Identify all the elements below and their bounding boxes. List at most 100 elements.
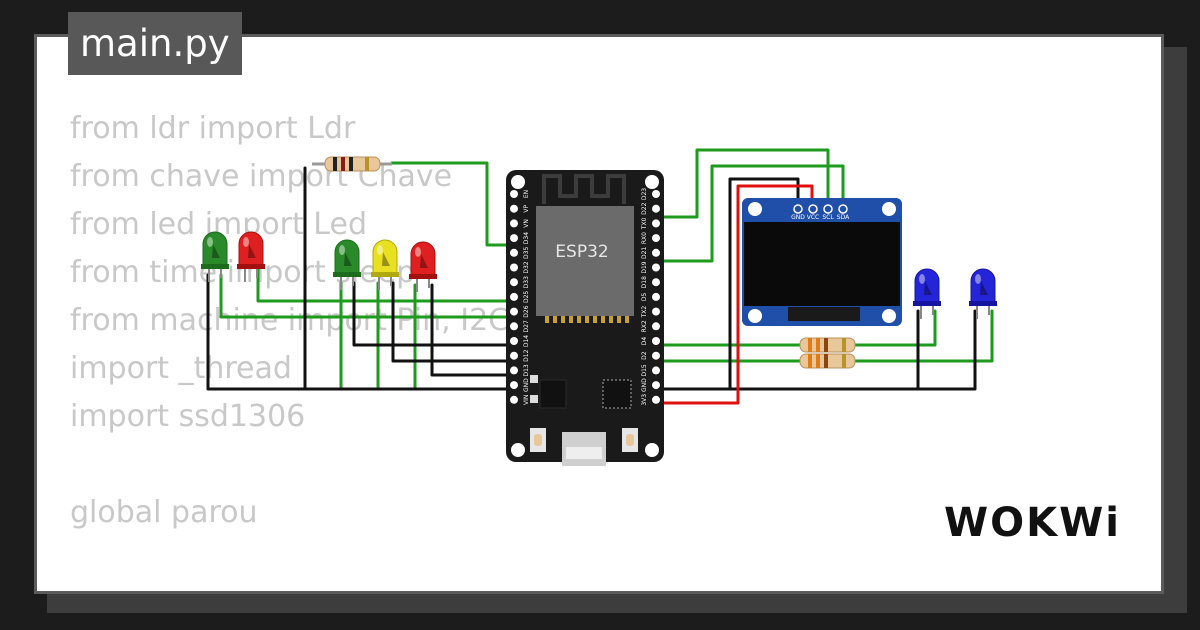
module-pin [585,316,589,323]
esp32-pin-label: D5 [641,292,648,301]
filename-tab: main.py [68,12,242,75]
ldr-resistor [312,156,392,172]
led-blue [913,268,941,319]
module-pin [577,316,581,323]
esp32-pin [510,307,518,316]
esp32-pin-label: 3V3 [641,394,648,406]
esp32-pin-label: VIN [523,395,530,405]
esp32-pin-label: D34 [523,232,530,244]
esp32-pin-label: D21 [641,246,648,258]
esp32-pin [652,307,660,316]
esp32-pin [510,204,518,213]
esp32-pin [510,366,518,375]
oled-pin-label: GND [791,214,805,221]
module-pin [625,316,629,323]
esp32-pin-label: RX0 [641,232,648,244]
esp32-pin-label: D14 [523,335,530,347]
esp32-pin-label: D27 [523,320,530,332]
oled-pin [808,204,818,214]
wire-ldr-d34 [390,161,516,247]
esp32-pin [652,381,660,390]
esp32-pin-label: D12 [523,349,530,361]
esp32-pin [652,292,660,301]
esp32-pin [652,263,660,272]
oled-pin-label: SCL [822,214,834,221]
esp32-pin-label: D22 [641,202,648,214]
esp32-pin [510,292,518,301]
esp32-pin-label: VN [523,219,530,228]
module-pin [553,316,557,323]
module-pin [617,316,621,323]
oled-pin [823,204,833,214]
wire-led5-d13 [430,283,516,377]
esp32-pin-label: D26 [523,305,530,317]
esp32-pin-label: D18 [641,276,648,288]
esp32-pin [510,248,518,257]
led-red [409,241,437,292]
wire-led4-d14 [391,281,516,363]
wire-d21-sda [654,164,845,263]
resistor-pair [799,337,856,369]
esp32-pin-label: D35 [523,246,530,258]
esp32-label: ESP32 [555,242,608,262]
esp32-pin-label: GND [641,378,648,392]
esp32-pin [652,395,660,404]
code-line: from chave import Chave [70,159,453,194]
esp32-pin [510,351,518,360]
esp32-pin-label: D23 [641,188,648,200]
wire-led3-gnd [339,281,516,391]
wire-res-blue1 [853,309,937,347]
esp32-pin [652,351,660,360]
code-line: import ssd1306 [70,399,306,434]
esp32-pin [510,337,518,345]
esp32-pin-label: RX2 [641,320,648,332]
esp32-pin-label: D2 [641,351,648,360]
oled-pin [793,204,803,214]
esp32-pin [652,337,660,345]
esp32-pin [510,322,518,331]
esp32-pin [652,248,660,257]
wire-led2-d33 [256,265,516,303]
code-line: from machine import Pin, I2C [70,303,510,338]
esp32-pin-label: D33 [523,276,530,288]
module-pin [593,316,597,323]
esp32-pin-label: TX2 [641,306,648,319]
wokwi-logo-text: WOKWi [944,500,1121,546]
esp32-pin [652,219,660,228]
esp32-pin [510,263,518,272]
esp32-pin [510,278,518,287]
esp32-pin-label: D25 [523,291,530,303]
wire-led1-gnd [206,273,307,391]
esp32-board: ESP32 ENVPVND34D35D32D33D25D26D27D14D12D… [506,170,664,466]
led-yellow [371,239,399,290]
wire-led3-d12 [352,281,516,347]
esp32-pin [510,395,518,404]
led-red [237,231,265,282]
code-background: from ldr import Ldr from chave import Ch… [70,105,510,591]
esp32-pin-label: D15 [641,364,648,376]
esp32-pin [652,234,660,243]
wire-d22-scl [654,148,830,219]
oled-pin-label: SDA [837,214,850,221]
esp32-pin [652,278,660,287]
wire-gnd-blue [728,309,977,391]
esp32-pin [652,322,660,331]
oled-pin-label: VCC [807,214,819,221]
module-pin [569,316,573,323]
led-green [201,231,229,282]
wokwi-logo: WOKWi [944,500,1121,546]
oled-pin [838,204,848,214]
code-line: import _thread [70,351,292,386]
esp32-pin [510,234,518,243]
esp32-pin [652,190,660,198]
esp32-pin [652,366,660,375]
wire-gnd-oled [654,177,800,391]
module-pin [601,316,605,323]
module-pin [561,316,565,323]
esp32-pin [652,204,660,213]
esp32-pin-label: TX0 [641,217,648,230]
led-green [333,239,361,290]
code-line: global parou [70,495,258,530]
esp32-pin-label: D32 [523,261,530,273]
